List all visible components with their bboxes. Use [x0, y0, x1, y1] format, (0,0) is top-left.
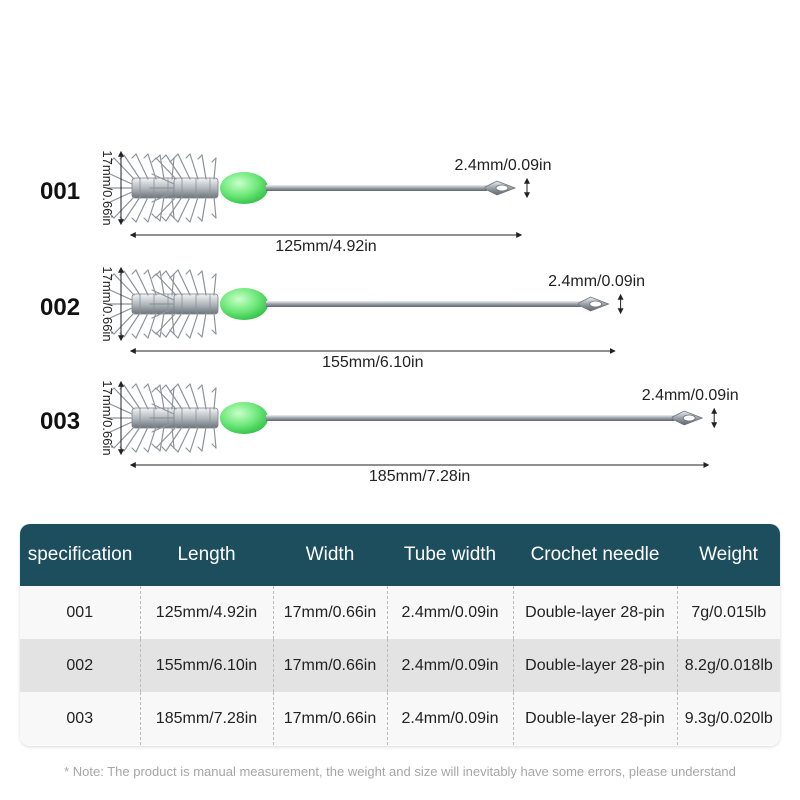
cell-weight: 8.2g/0.018lb [676, 639, 780, 692]
table-header-row: specification Length Width Tube width Cr… [20, 524, 780, 586]
cell-tube-width: 2.4mm/0.09in [386, 639, 513, 692]
cell-width: 17mm/0.66in [272, 639, 387, 692]
cell-crochet-needle: Double-layer 28-pin [512, 639, 677, 692]
header-specification: specification [20, 524, 140, 586]
cell-specification: 001 [20, 586, 140, 639]
green-glow-bead [220, 402, 268, 434]
shaft [266, 185, 487, 191]
spec-table-container: specification Length Width Tube width Cr… [20, 524, 780, 746]
table-row: 002 155mm/6.10in 17mm/0.66in 2.4mm/0.09i… [20, 639, 780, 692]
lure-diagram: 001 17mm/0.66in 125mm/4.92in 2.4mm/0.09i… [40, 150, 739, 485]
shaft [266, 415, 675, 421]
cell-length: 125mm/4.92in [139, 586, 273, 639]
height-dimension-label: 17mm/0.66in [100, 266, 115, 341]
cell-length: 155mm/6.10in [139, 639, 273, 692]
lure-id-label: 001 [40, 178, 80, 205]
tube-width-label: 2.4mm/0.09in [642, 387, 739, 404]
length-dimension-label: 155mm/6.10in [322, 354, 423, 371]
cell-tube-width: 2.4mm/0.09in [386, 586, 513, 639]
cell-specification: 002 [20, 639, 140, 692]
header-width: Width [273, 524, 387, 586]
cell-tube-width: 2.4mm/0.09in [386, 692, 513, 745]
height-dimension-label: 17mm/0.66in [100, 150, 115, 225]
cell-width: 17mm/0.66in [272, 586, 387, 639]
needle-eye-tip [671, 410, 704, 426]
tube-width-label: 2.4mm/0.09in [455, 157, 552, 174]
cell-weight: 7g/0.015lb [676, 586, 780, 639]
cell-width: 17mm/0.66in [272, 692, 387, 745]
cell-weight: 9.3g/0.020lb [676, 692, 780, 745]
cell-length: 185mm/7.28in [139, 692, 273, 745]
needle-eye-tip [484, 180, 517, 196]
header-tube-width: Tube width [387, 524, 513, 586]
hook-cluster-rear [149, 383, 219, 453]
header-crochet-needle: Crochet needle [513, 524, 677, 586]
table-row: 003 185mm/7.28in 17mm/0.66in 2.4mm/0.09i… [20, 692, 780, 745]
spec-table: specification Length Width Tube width Cr… [20, 524, 780, 745]
hook-cluster-rear [149, 153, 219, 223]
lure-002: 002 17mm/0.66in 155mm/6.10in 2.4mm/0.09i… [40, 266, 645, 371]
green-glow-bead [220, 288, 268, 320]
lure-001: 001 17mm/0.66in 125mm/4.92in 2.4mm/0.09i… [40, 150, 551, 255]
header-length: Length [140, 524, 273, 586]
lure-id-label: 002 [40, 294, 80, 321]
cell-specification: 003 [20, 692, 140, 745]
disclaimer-note: * Note: The product is manual measuremen… [64, 764, 736, 779]
lure-id-label: 003 [40, 408, 80, 435]
table-row: 001 125mm/4.92in 17mm/0.66in 2.4mm/0.09i… [20, 586, 780, 639]
shaft [266, 301, 581, 307]
hook-cluster-rear [149, 269, 219, 339]
length-dimension-label: 185mm/7.28in [369, 468, 470, 485]
cell-crochet-needle: Double-layer 28-pin [512, 586, 677, 639]
green-glow-bead [220, 172, 268, 204]
length-dimension-label: 125mm/4.92in [275, 238, 376, 255]
needle-eye-tip [578, 296, 610, 312]
tube-width-label: 2.4mm/0.09in [548, 273, 645, 290]
cell-crochet-needle: Double-layer 28-pin [512, 692, 677, 745]
lure-003: 003 17mm/0.66in 185mm/7.28in 2.4mm/0.09i… [40, 380, 739, 485]
height-dimension-label: 17mm/0.66in [100, 380, 115, 455]
header-weight: Weight [677, 524, 780, 586]
